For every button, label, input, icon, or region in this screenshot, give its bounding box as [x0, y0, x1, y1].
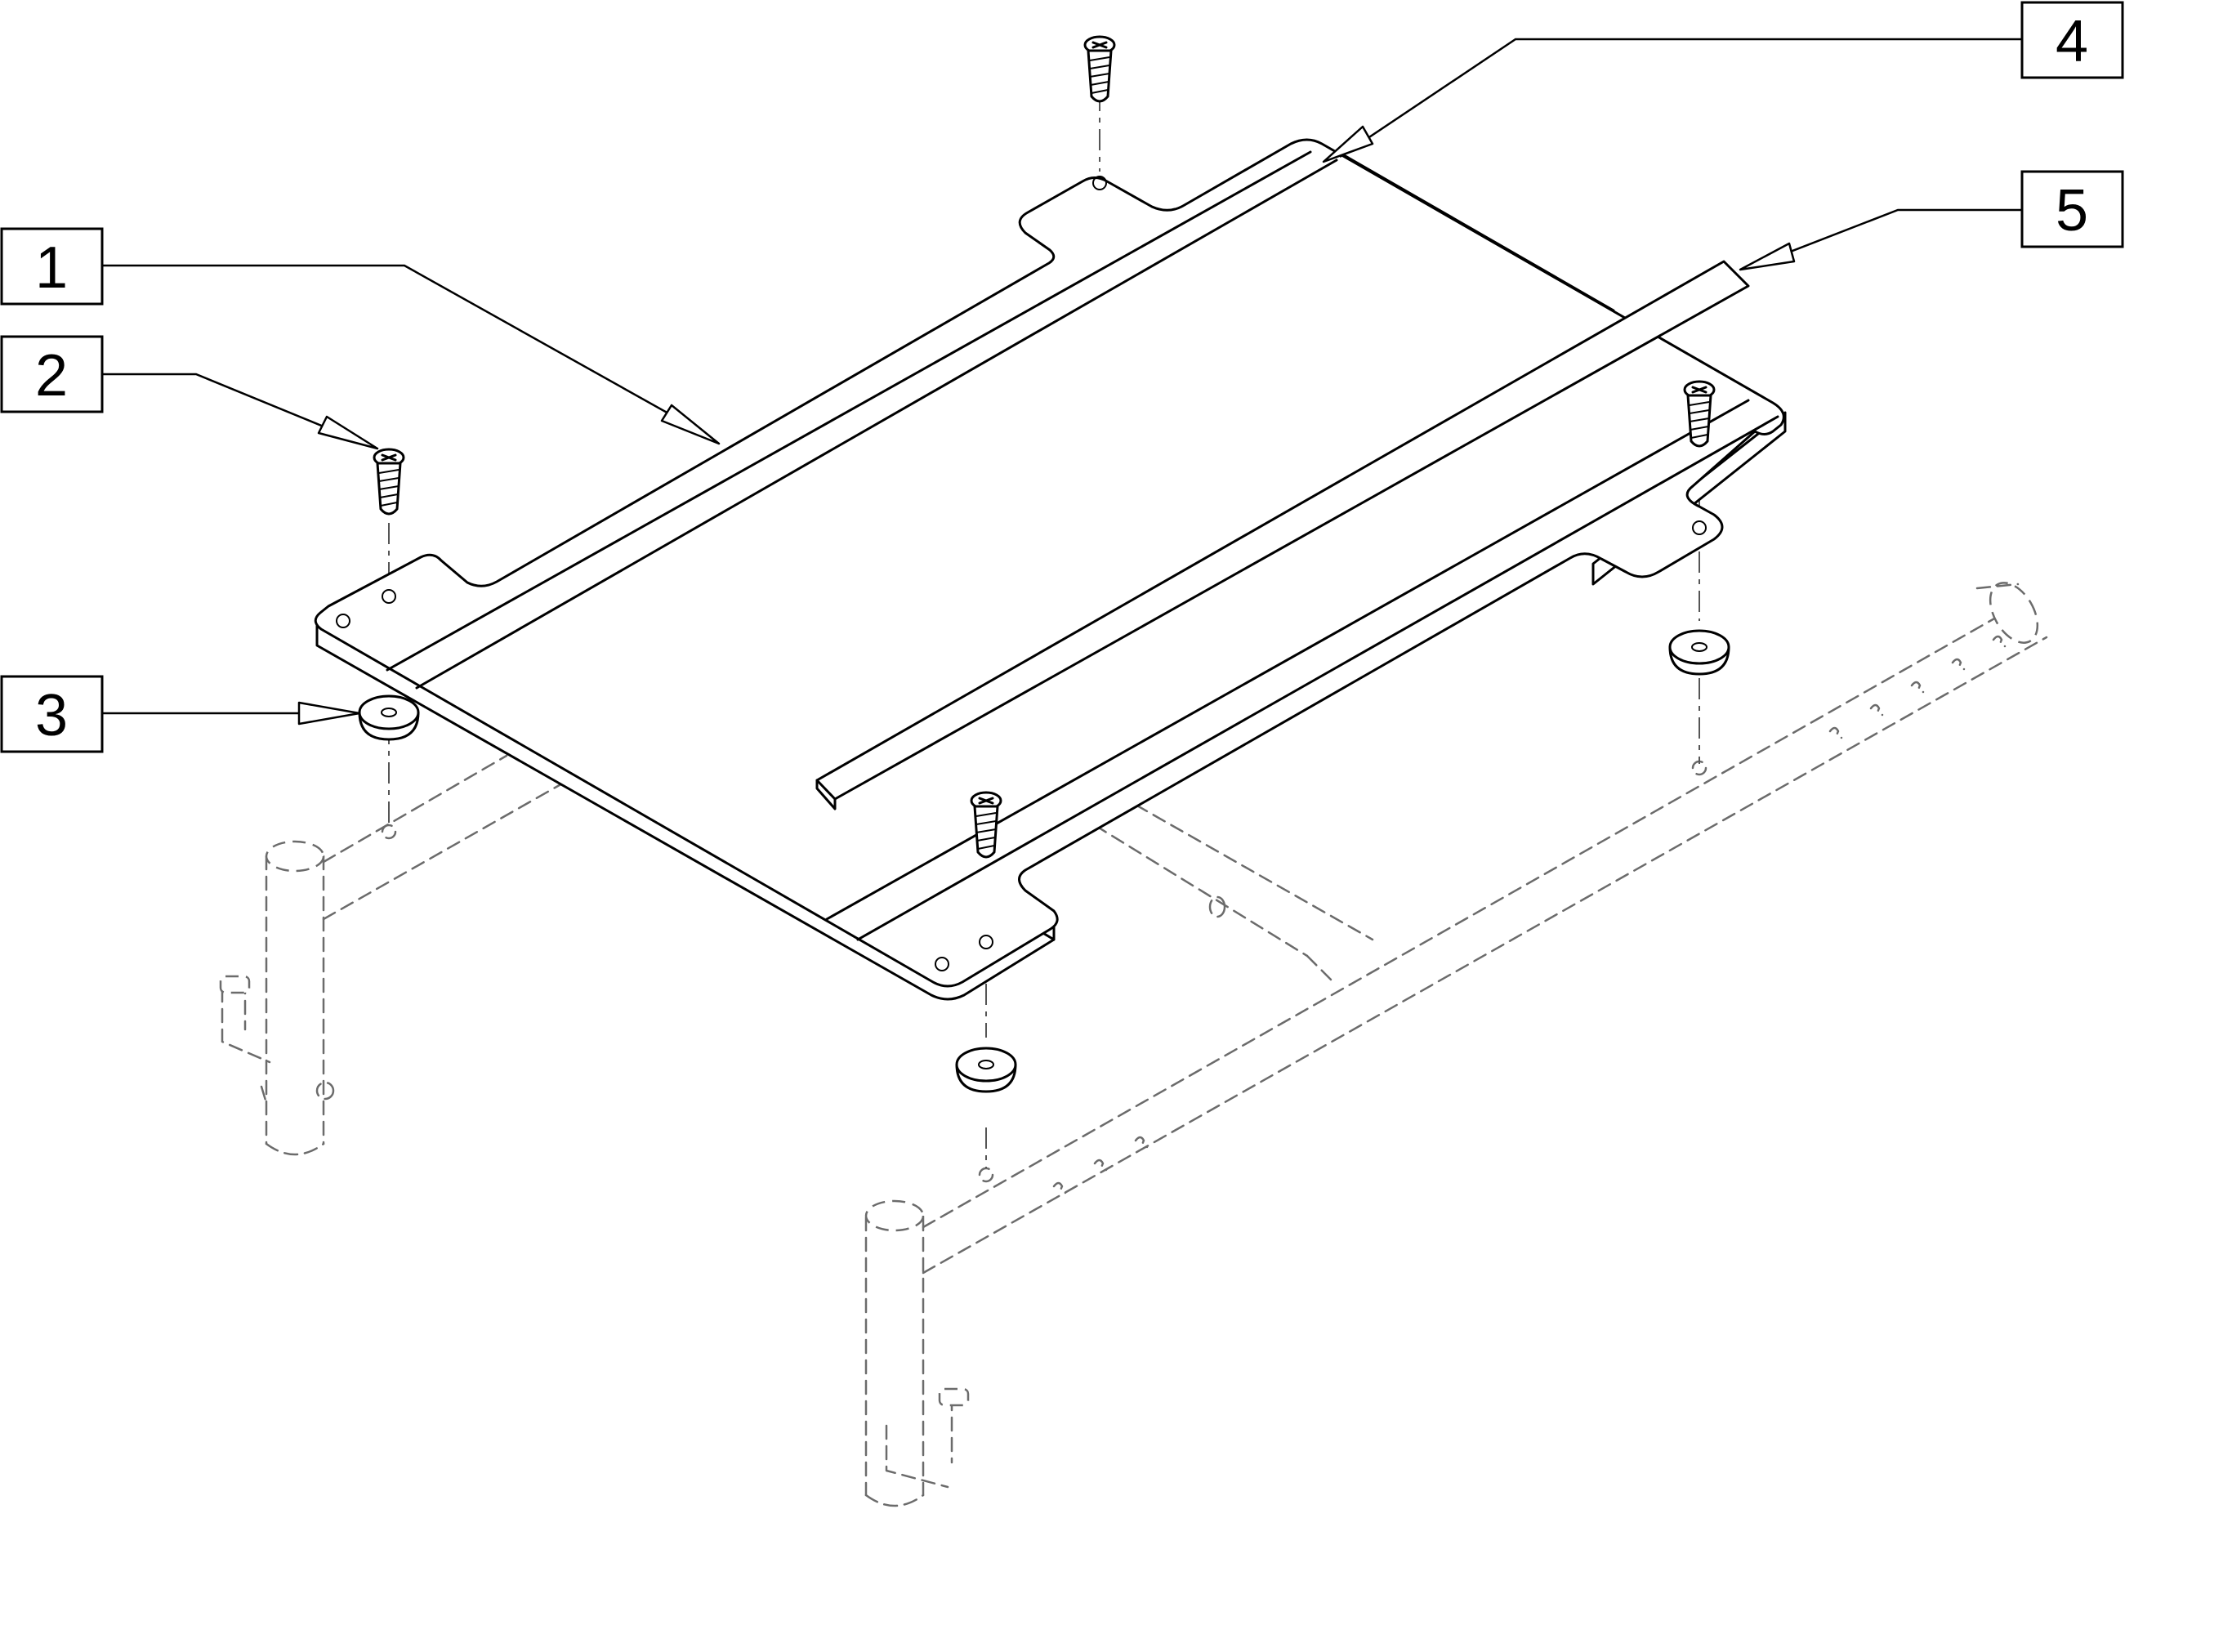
velcro-strip — [815, 260, 1750, 810]
screw-front — [970, 791, 1002, 859]
screw-top-center — [1083, 35, 1116, 103]
callout-1: 1 — [0, 227, 104, 306]
leader-lines — [102, 38, 2022, 726]
callout-5-label: 5 — [2056, 178, 2088, 243]
callout-2-label: 2 — [35, 343, 68, 409]
callout-3-label: 3 — [35, 683, 68, 748]
spacer-cup-left — [358, 694, 420, 741]
seat-pan — [314, 138, 1787, 1001]
screw-left — [373, 448, 405, 516]
callout-4-label: 4 — [2056, 9, 2088, 74]
phantom-frame — [219, 582, 2048, 1507]
spacer-cup-front — [955, 1047, 1017, 1093]
callout-3: 3 — [0, 675, 104, 753]
callout-1-label: 1 — [35, 235, 68, 301]
spacer-cup-right — [1668, 629, 1730, 676]
callout-4: 4 — [2020, 1, 2124, 79]
callout-5: 5 — [2020, 170, 2124, 248]
callout-2: 2 — [0, 335, 104, 413]
screw-right — [1683, 380, 1716, 448]
